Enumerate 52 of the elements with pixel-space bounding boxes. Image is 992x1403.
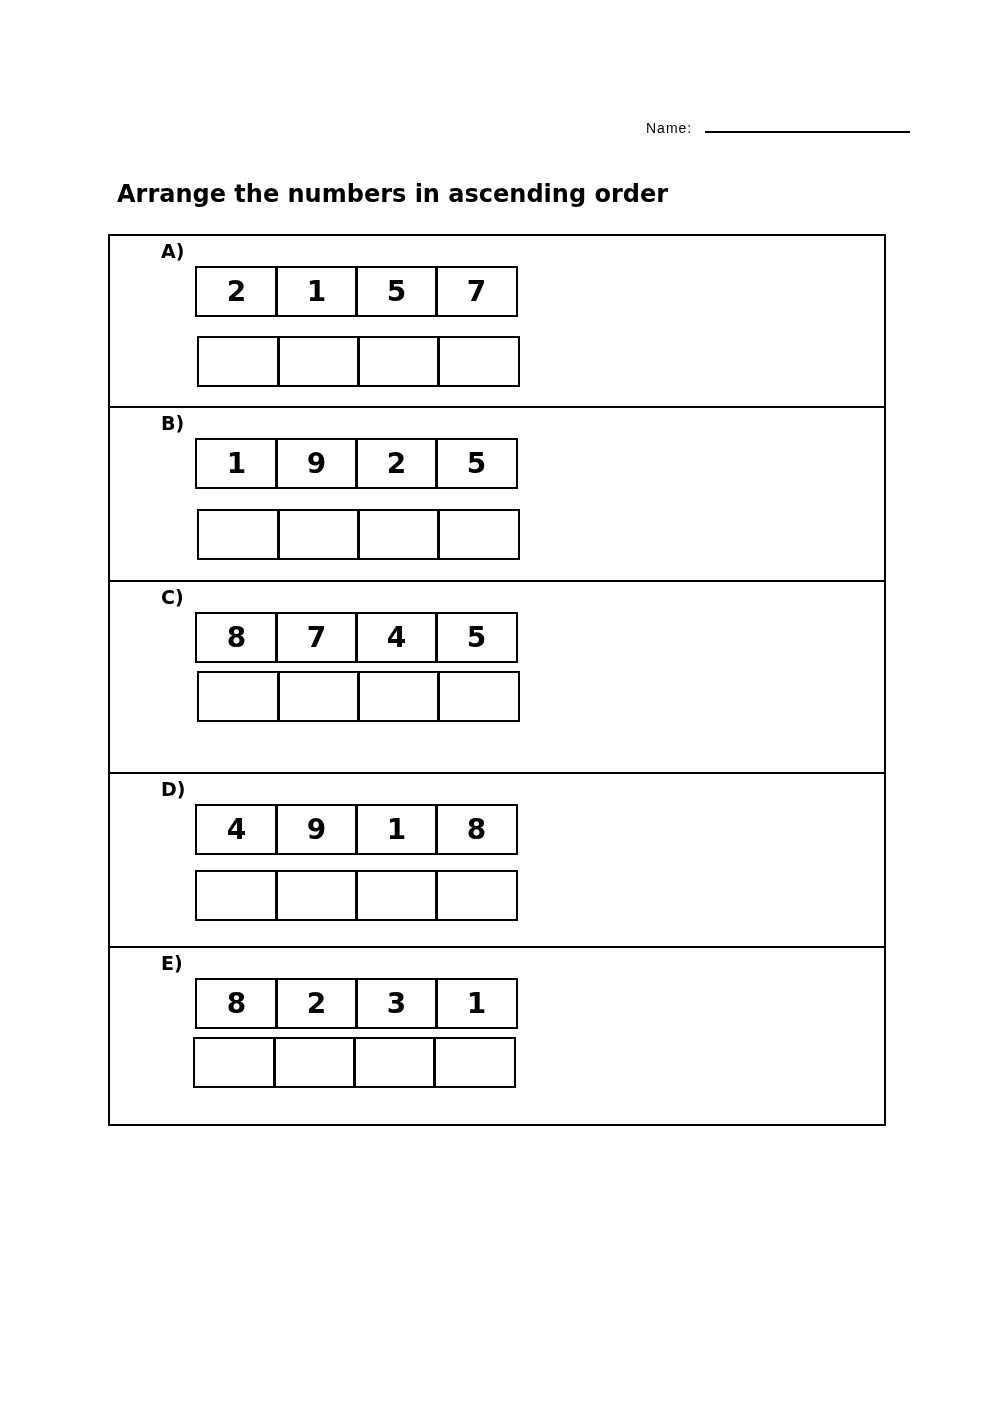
question-panel <box>108 234 886 408</box>
number-tile: 8 <box>195 612 278 663</box>
answer-box <box>277 336 360 387</box>
number-tile: 1 <box>355 804 438 855</box>
number-tile: 1 <box>195 438 278 489</box>
question-letter: E) <box>161 952 183 974</box>
number-tile: 1 <box>275 266 358 317</box>
question-letter: D) <box>161 778 186 800</box>
number-tile: 1 <box>435 978 518 1029</box>
question-panel <box>108 406 886 582</box>
number-tile: 7 <box>275 612 358 663</box>
answer-box <box>437 509 520 560</box>
question-panel <box>108 772 886 948</box>
number-tile: 2 <box>355 438 438 489</box>
number-tile: 9 <box>275 804 358 855</box>
number-tile: 5 <box>435 612 518 663</box>
answer-box <box>353 1037 436 1088</box>
number-tile: 2 <box>275 978 358 1029</box>
number-tile: 4 <box>355 612 438 663</box>
answer-box <box>275 870 358 921</box>
number-tile: 5 <box>435 438 518 489</box>
answer-box <box>197 336 280 387</box>
name-label: Name: <box>646 120 693 136</box>
answer-box <box>357 336 440 387</box>
question-panel <box>108 946 886 1126</box>
answer-box <box>433 1037 516 1088</box>
answer-box <box>197 509 280 560</box>
number-tile: 2 <box>195 266 278 317</box>
question-letter: B) <box>161 412 185 434</box>
question-letter: A) <box>161 240 185 262</box>
question-panel <box>108 580 886 774</box>
answer-box <box>277 671 360 722</box>
answer-box <box>357 509 440 560</box>
answer-box <box>277 509 360 560</box>
number-tile: 5 <box>355 266 438 317</box>
worksheet-title: Arrange the numbers in ascending order <box>117 180 669 208</box>
answer-box <box>273 1037 356 1088</box>
answer-box <box>435 870 518 921</box>
answer-box <box>437 671 520 722</box>
number-tile: 7 <box>435 266 518 317</box>
number-tile: 8 <box>435 804 518 855</box>
number-tile: 4 <box>195 804 278 855</box>
answer-box <box>437 336 520 387</box>
answer-box <box>193 1037 276 1088</box>
answer-box <box>357 671 440 722</box>
answer-box <box>195 870 278 921</box>
answer-box <box>355 870 438 921</box>
number-tile: 3 <box>355 978 438 1029</box>
question-letter: C) <box>161 586 184 608</box>
answer-box <box>197 671 280 722</box>
number-tile: 9 <box>275 438 358 489</box>
number-tile: 8 <box>195 978 278 1029</box>
